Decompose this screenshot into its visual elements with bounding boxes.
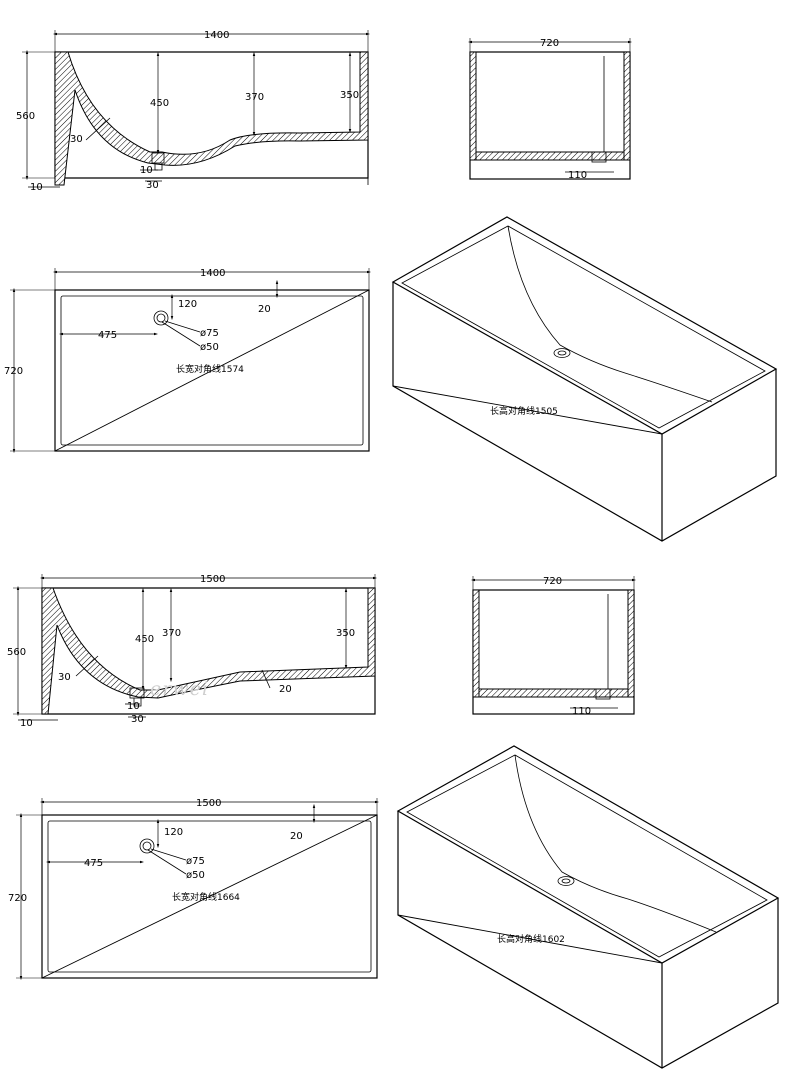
depth-370-label-1500: 370 [162,628,181,639]
end-section-1500: 720 110 [470,576,637,717]
end-section-1400: 720 110 [467,38,633,181]
drain-x-label-1500: 475 [84,858,103,869]
rim-label-1500: 20 [290,831,303,842]
isometric-view-1500: 长高对角线1602 [396,745,780,1069]
depth-450-label-1500: 450 [135,634,154,645]
bottom-20-label-1500: 20 [279,684,292,695]
watermark-text: erwei [150,678,209,700]
plan-diagonal-label-1500: 长宽对角线1664 [172,891,240,903]
end-width-label: 720 [540,38,559,49]
drain-width-label-1500: 10 [127,701,140,712]
plan-view-1500: 1500 720 20 120 475 ø75 ø50 长宽对角线1664 [8,798,380,981]
plan-width-label: 720 [4,366,23,377]
drain-offset-label: 30 [146,180,159,191]
side-length-label: 1400 [204,30,229,41]
side-section-1500: 1500 560 450 370 350 30 10 10 30 20 erwe… [7,574,378,729]
depth-370-label: 370 [245,92,264,103]
end-width-label-1500: 720 [543,576,562,587]
drain-offset-label-1500: 30 [131,714,144,725]
plan-diagonal-label: 长宽对角线1574 [176,363,244,375]
wall-thickness-label: 30 [70,134,83,145]
drain-d75-label-1500: ø75 [186,856,205,867]
side-length-label-1500: 1500 [200,574,225,585]
plan-length-label-1500: 1500 [196,798,221,809]
drain-x-label: 475 [98,330,117,341]
side-height-label-1500: 560 [7,647,26,658]
foot-label-1500: 10 [20,718,33,729]
drain-d75-label: ø75 [200,328,219,339]
plan-length-label: 1400 [200,268,225,279]
plan-width-label-1500: 720 [8,893,27,904]
depth-450-label: 450 [150,98,169,109]
plan-view-1400: 1400 720 20 120 475 ø75 ø50 长宽对角线1574 [4,268,372,454]
rim-label: 20 [258,304,271,315]
foot-label: 10 [30,182,43,193]
depth-350-label-1500: 350 [336,628,355,639]
drain-y-label: 120 [178,299,197,310]
drain-d50-label-1500: ø50 [186,870,205,881]
iso-diagonal-label-1500: 长高对角线1602 [497,933,565,945]
depth-350-label: 350 [340,90,359,101]
side-height-label: 560 [16,111,35,122]
iso-diagonal-label: 长高对角线1505 [490,405,558,417]
isometric-view-1400: 长高对角线1505 [391,216,778,542]
end-drain-label-1500: 110 [572,706,591,717]
wall-thickness-label-1500: 30 [58,672,71,683]
end-drain-label: 110 [568,170,587,181]
drain-y-label-1500: 120 [164,827,183,838]
drain-width-label: 10 [140,165,153,176]
drain-d50-label: ø50 [200,342,219,353]
side-section-1400: 1400 560 450 370 350 30 10 10 30 [16,30,371,193]
